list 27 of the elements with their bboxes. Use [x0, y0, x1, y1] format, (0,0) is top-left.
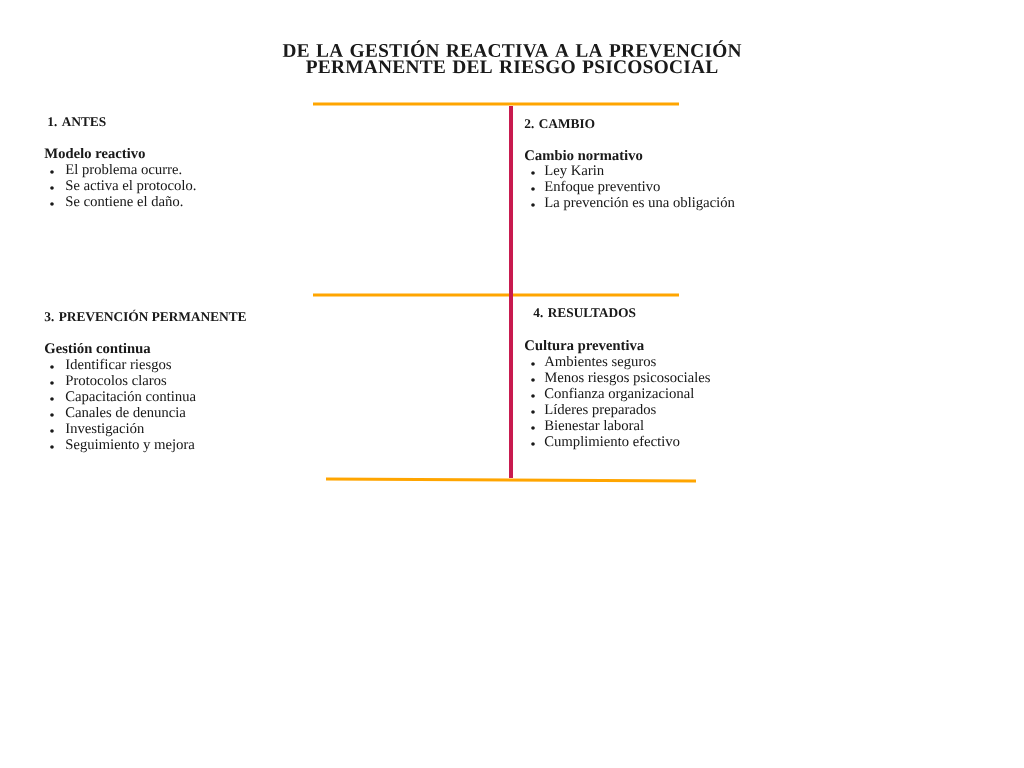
list-item: Líderes preparados — [544, 403, 656, 418]
subheading: Cambio normativo — [525, 149, 643, 161]
list-item: Cumplimiento efectivo — [544, 435, 680, 450]
section-heading: 1. ANTES — [48, 117, 106, 127]
list-item: Capacitación continua — [65, 390, 196, 405]
subheading: Cultura preventiva — [525, 339, 644, 354]
list-item: Seguimiento y mejora — [66, 439, 195, 453]
list-item: Se activa el protocolo. — [66, 179, 196, 194]
list-item: Menos riesgos psicosociales — [544, 371, 710, 386]
list-item: Bienestar laboral — [544, 419, 644, 431]
section-heading: 3. PREVENCIÓN PERMANENTE — [44, 309, 246, 322]
list-item: Ambientes seguros — [544, 355, 656, 370]
subheading: Gestión continua — [45, 342, 151, 354]
list-item: Identificar riesgos — [65, 358, 172, 373]
list-item: Confianza organizacional — [544, 387, 694, 402]
list-item: Enfoque preventivo — [544, 180, 660, 195]
list-item: La prevención es una obligación — [544, 196, 735, 211]
title: DE LA GESTIÓN REACTIVA A LA PREVENCIÓN PERMANENTE DEL RIESGO PSICOSOCIAL — [282, 40, 742, 74]
list-item: Protocolos claros — [65, 374, 167, 386]
list-item: Investigación — [65, 422, 145, 437]
section-heading: 4. RESULTADOS — [533, 308, 636, 318]
list-item: Se contiene el daño. — [66, 195, 183, 207]
list-item: Canales de denuncia — [65, 406, 186, 418]
list-item: Ley Karin — [544, 165, 604, 179]
section-heading: 2. CAMBIO — [524, 119, 595, 129]
subheading: Modelo reactivo — [44, 147, 145, 159]
list-item: El problema ocurre. — [65, 163, 182, 178]
